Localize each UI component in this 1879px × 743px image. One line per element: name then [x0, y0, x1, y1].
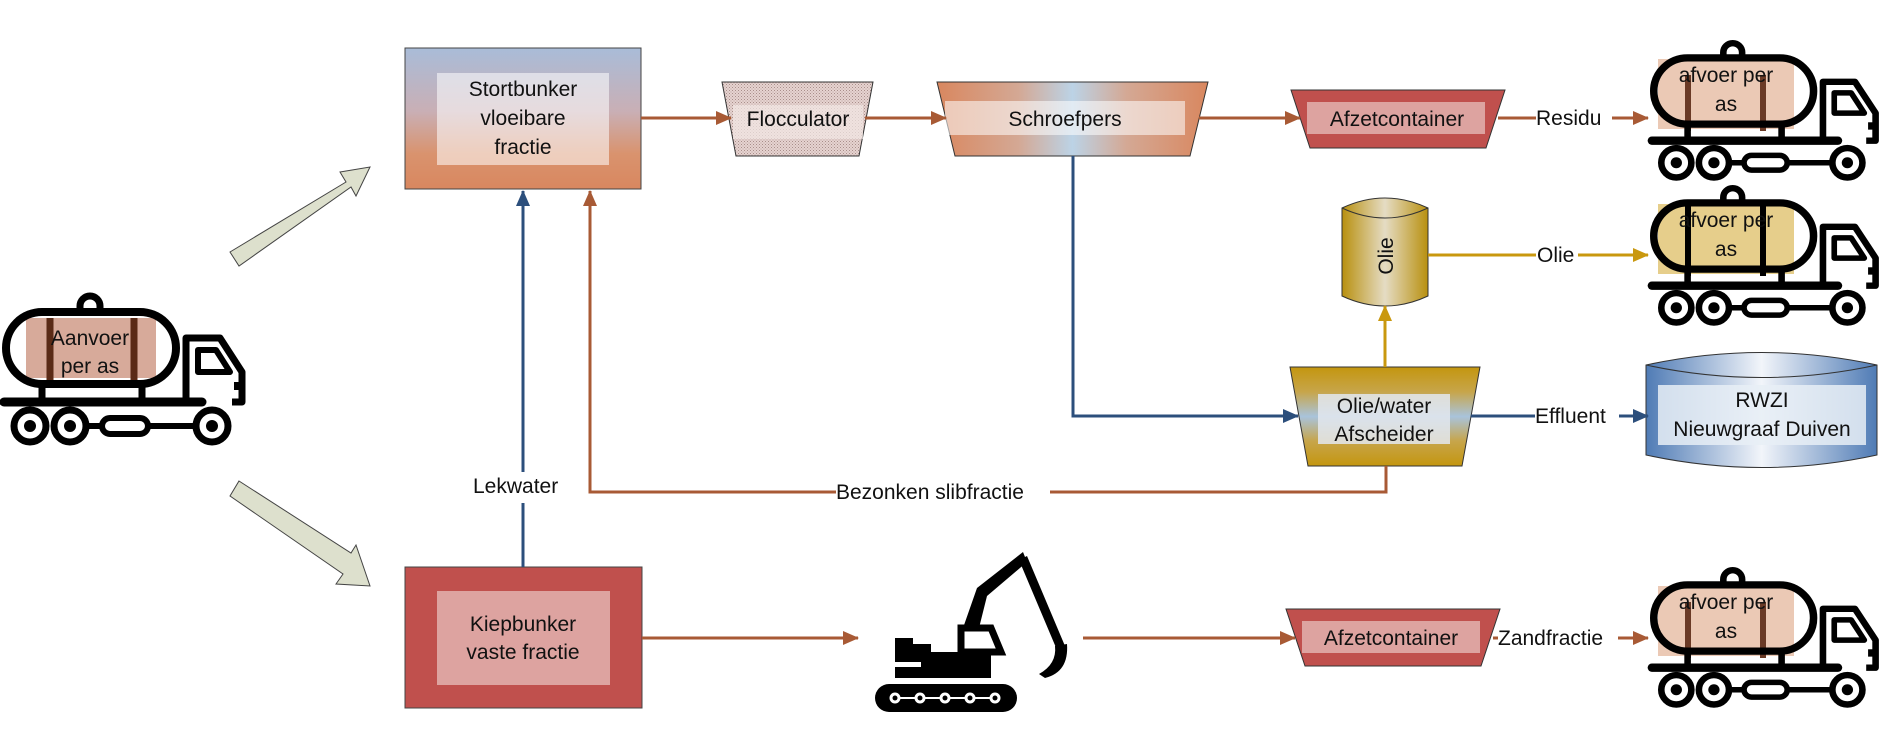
flow-label-zandfractie: Zandfractie: [1498, 627, 1603, 650]
flow-label-olie: Olie: [1537, 244, 1574, 267]
kiepbunker-label-2: vaste fractie: [466, 641, 579, 664]
olie-tank-label: Olie: [1375, 237, 1398, 274]
schroefpers-label: Schroefpers: [1008, 108, 1121, 131]
afzetcontainer-bottom-node: Afzetcontainer: [1285, 608, 1501, 667]
flow-bezonken-left: [583, 190, 836, 494]
afscheider-label-1: Olie/water: [1337, 395, 1432, 418]
afscheider-label-2: Afscheider: [1334, 423, 1433, 446]
flow-schroefpers-afscheider: [1071, 156, 1299, 423]
flow-label-bezonken: Bezonken slibfractie: [836, 481, 1024, 504]
afvoer-olie-label-1: afvoer per: [1679, 209, 1774, 232]
schroefpers-node: Schroefpers: [936, 81, 1209, 157]
aanvoer-label-1: Aanvoer: [51, 327, 129, 350]
stortbunker-label-2: vloeibare: [480, 107, 565, 130]
stortbunker-label-3: fractie: [494, 136, 551, 159]
flow-label-residu: Residu: [1536, 107, 1601, 130]
flocculator-label: Flocculator: [747, 108, 850, 131]
input-arrow-lower: [229, 480, 371, 587]
rwzi-label-2: Nieuwgraaf Duiven: [1673, 418, 1850, 441]
excavator-icon: [875, 552, 1068, 712]
afvoer-residu-label-2: as: [1715, 93, 1737, 116]
olie-tank-node: Olie: [1341, 197, 1429, 307]
rwzi-label-1: RWZI: [1735, 389, 1788, 412]
afvoer-residu-label-1: afvoer per: [1679, 64, 1774, 87]
afzetcontainer-top-node: Afzetcontainer: [1290, 89, 1506, 149]
afvoer-residu-truck: afvoer per as: [1652, 43, 1876, 177]
afvoer-olie-label-2: as: [1715, 238, 1737, 261]
flow-label-effluent: Effluent: [1535, 405, 1606, 428]
afvoer-olie-truck: afvoer per as: [1652, 188, 1876, 322]
input-arrow-upper: [229, 166, 371, 267]
afzetcontainer-top-label: Afzetcontainer: [1330, 108, 1464, 131]
kiepbunker-node: Kiepbunker vaste fractie: [404, 566, 643, 709]
afscheider-node: Olie/water Afscheider: [1289, 366, 1481, 467]
flow-label-lekwater: Lekwater: [473, 475, 558, 498]
afvoer-zand-truck: afvoer per as: [1652, 570, 1876, 704]
afvoer-zand-label-2: as: [1715, 620, 1737, 643]
rwzi-node: RWZI Nieuwgraaf Duiven: [1645, 352, 1878, 468]
stortbunker-node: Stortbunker vloeibare fractie: [404, 47, 642, 190]
stortbunker-label-1: Stortbunker: [469, 78, 578, 101]
flocculator-node: Flocculator: [721, 81, 874, 157]
afvoer-zand-label-1: afvoer per: [1679, 591, 1774, 614]
flow-bezonken-right: [1050, 466, 1388, 494]
aanvoer-truck: Aanvoer per as: [4, 296, 242, 442]
aanvoer-label-2: per as: [61, 355, 119, 378]
afzetcontainer-bottom-label: Afzetcontainer: [1324, 627, 1458, 650]
kiepbunker-label-1: Kiepbunker: [470, 613, 576, 636]
